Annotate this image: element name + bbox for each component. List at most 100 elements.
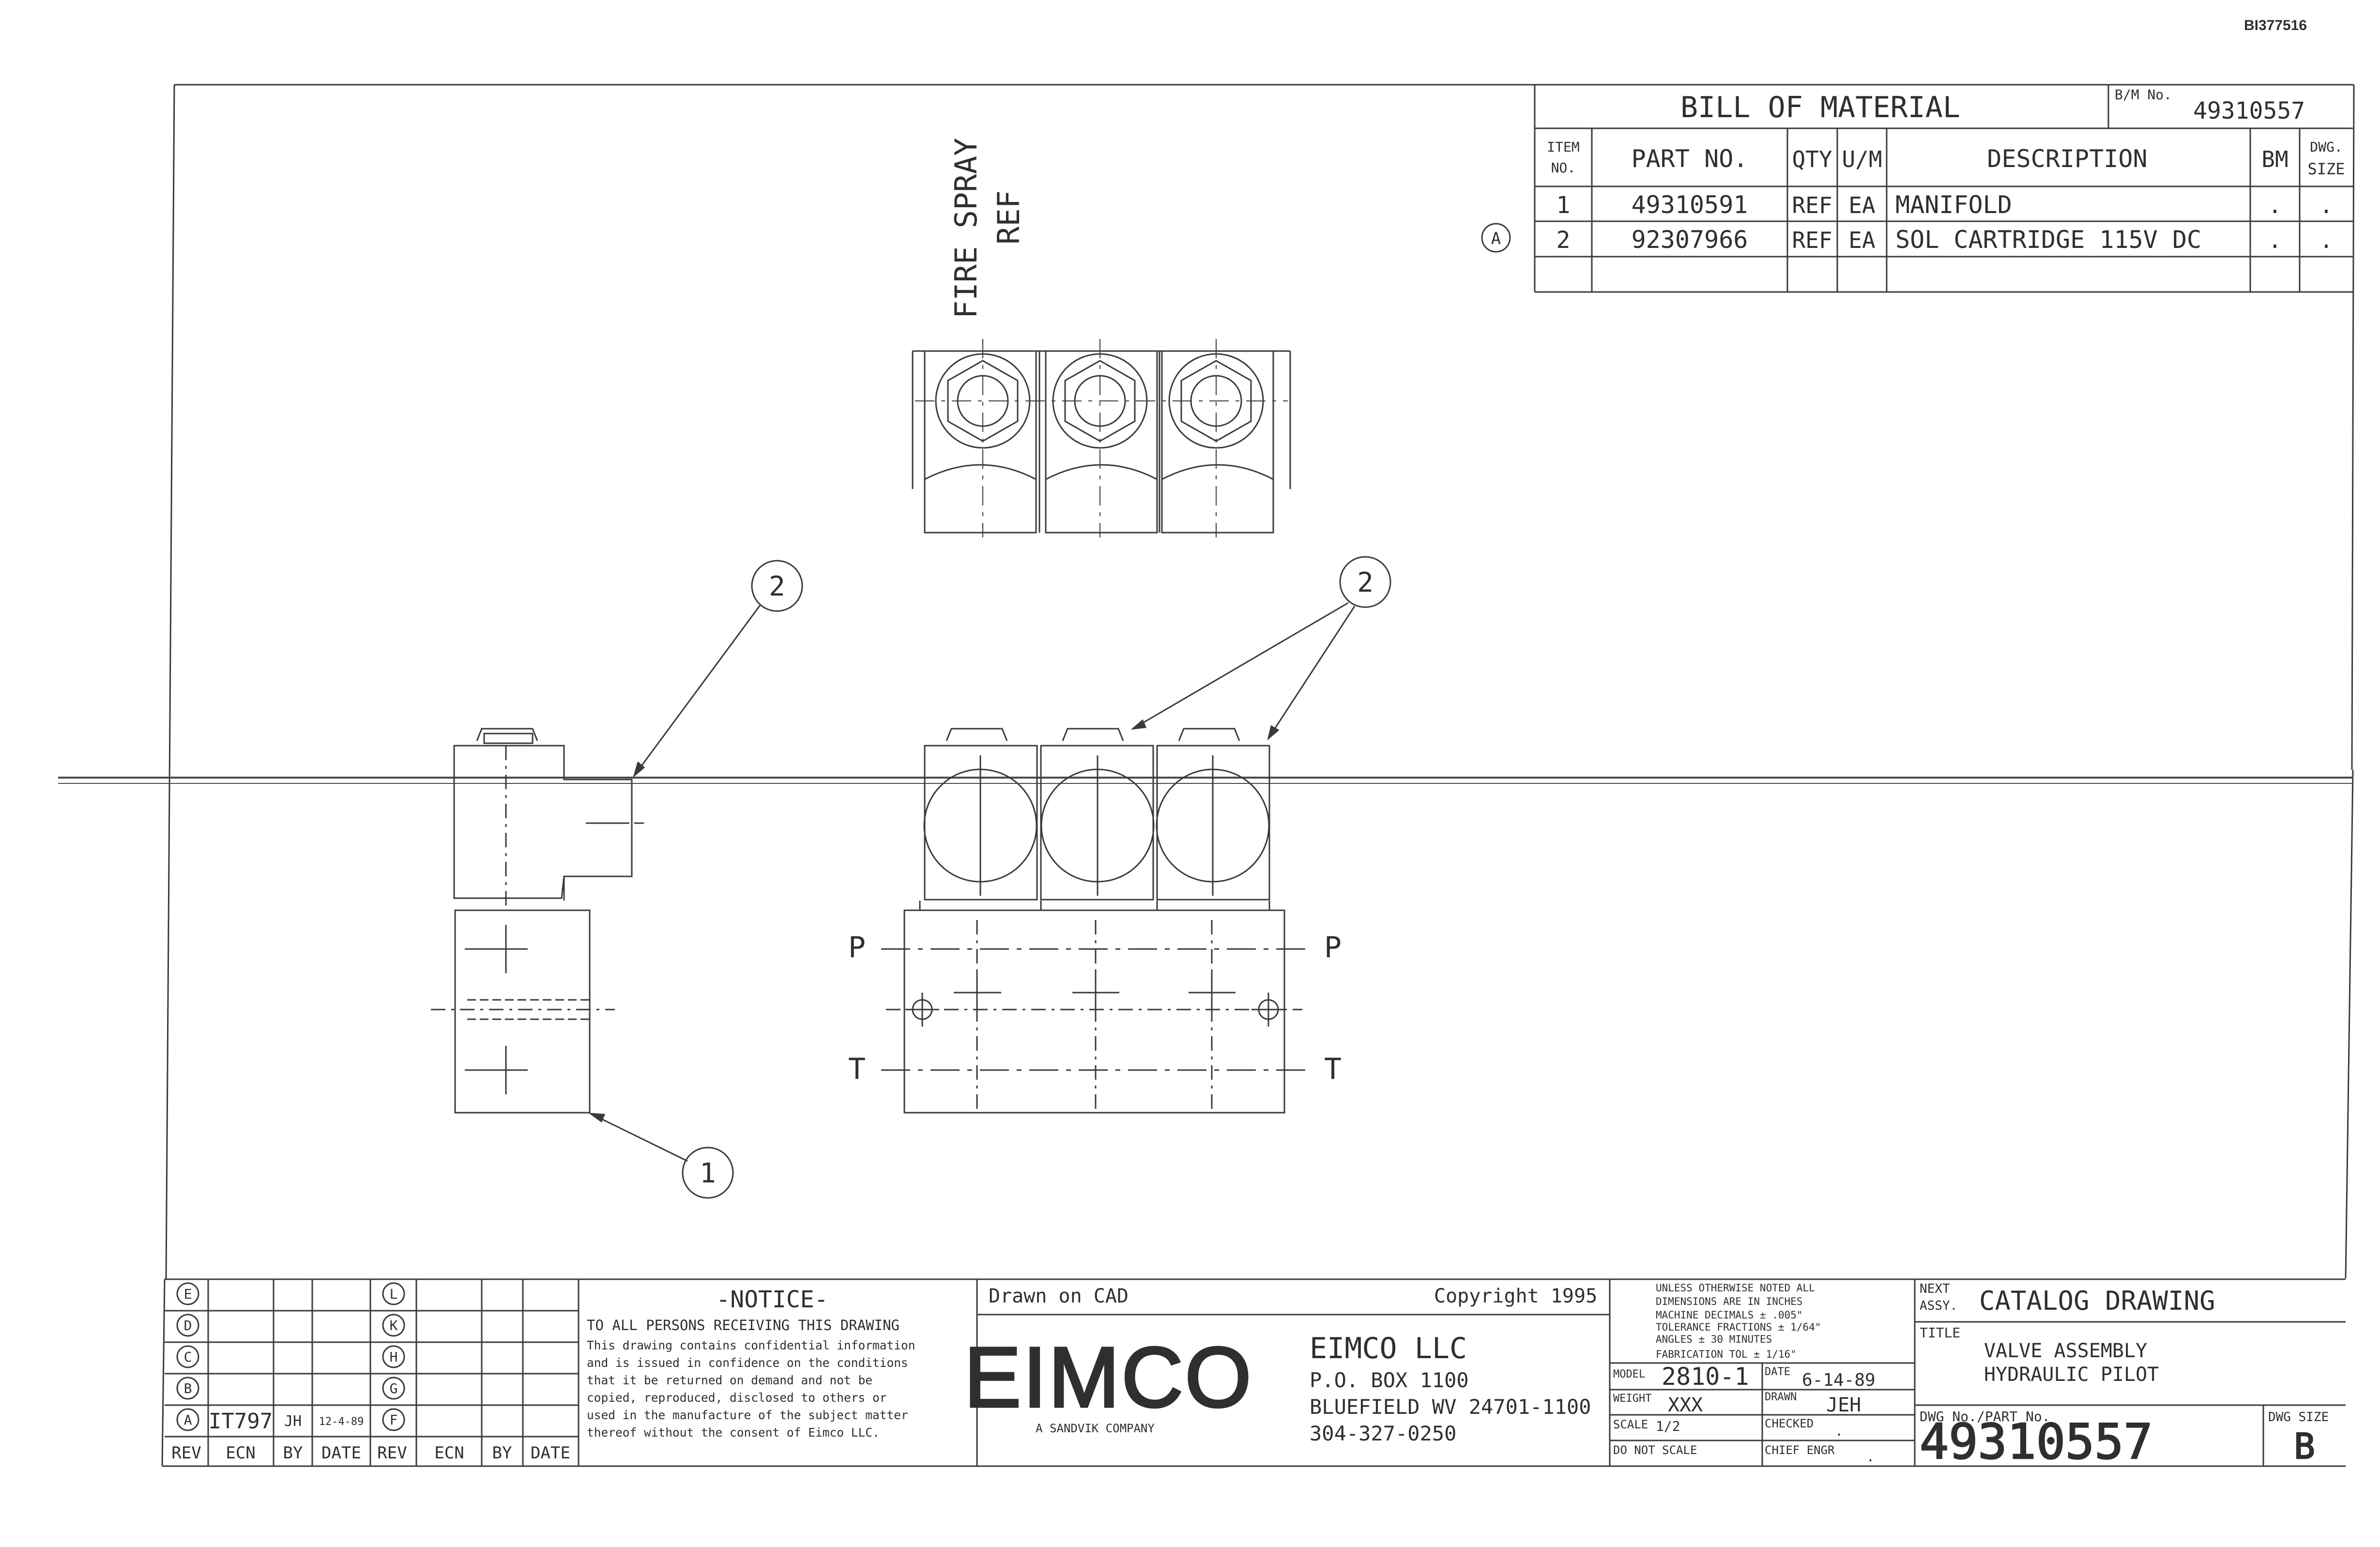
company-phone: 304-327-0250 (1310, 1422, 1456, 1445)
notice-line: thereof without the consent of Eimco LLC… (587, 1425, 880, 1440)
title-block: NEXT ASSY. CATALOG DRAWING TITLE VALVE A… (1915, 1282, 2346, 1470)
weight-value: XXX (1668, 1394, 1703, 1416)
bom-cell-description: MANIFOLD (1895, 191, 2012, 219)
rev-letter-left: E (184, 1286, 192, 1302)
title-line-2: HYDRAULIC PILOT (1984, 1363, 2159, 1386)
bom-header-part: PART NO. (1632, 145, 1748, 173)
bom-header-item: NO. (1551, 160, 1576, 176)
bom-header-um: U/M (1842, 146, 1882, 172)
title-label: TITLE (1920, 1325, 1960, 1341)
balloon-2-side-label: 2 (769, 571, 785, 602)
rev-a-date: 12-4-89 (319, 1416, 364, 1428)
bom-header-description: DESCRIPTION (1987, 145, 2147, 173)
chief-engineer-value: . (1866, 1449, 1875, 1465)
drawn-on-cad: Drawn on CAD (989, 1285, 1129, 1307)
notice-line: This drawing contains confidential infor… (587, 1338, 915, 1352)
rev-footer-by: BY (283, 1443, 303, 1463)
front-view-valve-stack (903, 728, 1285, 1114)
copyright-notice: Copyright 1995 (1434, 1285, 1597, 1307)
rev-footer-date: DATE (321, 1443, 361, 1463)
fire-spray-ref-text: REF (991, 190, 1026, 245)
next-assy-label: NEXT (1920, 1282, 1950, 1296)
notice-line: and is issued in confidence on the condi… (587, 1356, 908, 1370)
model-label: MODEL (1613, 1368, 1645, 1380)
rev-letter-left: D (184, 1317, 192, 1333)
bom-cell-um: EA (1848, 192, 1875, 218)
bom-number: 49310557 (2193, 97, 2305, 124)
bom-cell-qty: REF (1792, 227, 1832, 253)
rev-letter-right: H (390, 1349, 398, 1365)
rev-letter-left: C (184, 1349, 192, 1365)
notice-title: -NOTICE- (716, 1286, 828, 1313)
rev-footer-rev: REV (377, 1443, 407, 1463)
bom-cell-part: 49310591 (1632, 191, 1748, 219)
bom-cell-item: 2 (1556, 227, 1571, 254)
revision-marker-letter: A (1491, 229, 1501, 248)
manifold-ports (881, 920, 1307, 1109)
port-p-right: P (1324, 931, 1342, 965)
title-line-1: VALVE ASSEMBLY (1984, 1340, 2147, 1362)
rev-letter-right: L (390, 1286, 398, 1302)
top-view-centerlines (915, 339, 1288, 537)
rev-footer-by: BY (492, 1443, 512, 1463)
bom-cell-bm: . (2268, 227, 2282, 253)
balloon-callouts (588, 556, 1391, 1199)
rev-footer-ecn: ECN (226, 1443, 255, 1463)
weight-label: WEIGHT (1613, 1393, 1651, 1405)
revision-marker: A (1481, 223, 1511, 253)
bom-header-item: ITEM (1547, 139, 1579, 155)
dwg-size-label: DWG SIZE (2268, 1410, 2329, 1424)
dwg-number-label: DWG No./PART No. (1920, 1409, 2050, 1424)
notice-line: copied, reproduced, disclosed to others … (587, 1391, 887, 1405)
dwg-number: 49310557 (1920, 1413, 2153, 1470)
drawn-label: DRAWN (1765, 1391, 1797, 1403)
bom-header-bm: BM (2261, 146, 2288, 172)
tolerance-line: FABRICATION TOL ± 1/16" (1656, 1348, 1797, 1360)
tolerance-line: ANGLES ± 30 MINUTES (1656, 1333, 1772, 1345)
bill-of-material-table: BILL OF MATERIAL B/M No. 49310557 ITEM N… (1481, 85, 2353, 293)
rev-letter-left: B (184, 1380, 192, 1396)
checked-value: . (1835, 1423, 1843, 1439)
table-row: 2 92307966 REF EA SOL CARTRIDGE 115V DC … (1556, 226, 2333, 254)
notice-line: that it be returned on demand and not be (587, 1373, 872, 1387)
port-p-left: P (848, 931, 866, 965)
fire-spray-label: FIRE SPRAY REF (948, 138, 1026, 319)
notice-block: -NOTICE- TO ALL PERSONS RECEIVING THIS D… (587, 1279, 978, 1466)
company-tagline: A SANDVIK COMPANY (1036, 1422, 1155, 1435)
table-row: 1 49310591 REF EA MANIFOLD . . (1556, 191, 2333, 219)
document-code: BI377516 (2244, 17, 2307, 33)
model-value: 2810-1 (1662, 1363, 1749, 1391)
date-label: DATE (1765, 1366, 1790, 1378)
notice-line: TO ALL PERSONS RECEIVING THIS DRAWING (587, 1317, 900, 1333)
fire-spray-text: FIRE SPRAY (948, 138, 984, 319)
side-view-solenoid (431, 728, 644, 1114)
bom-header-qty: QTY (1792, 146, 1832, 172)
bom-cell-qty: REF (1792, 192, 1832, 218)
do-not-scale-label: DO NOT SCALE (1613, 1443, 1697, 1457)
bom-number-label: B/M No. (2115, 87, 2172, 103)
rev-letter-right: G (390, 1380, 398, 1396)
scale-label: SCALE (1613, 1418, 1648, 1431)
checked-label: CHECKED (1765, 1417, 1814, 1430)
chief-engineer-label: CHIEF ENGR (1765, 1443, 1835, 1457)
rev-letter-right: F (390, 1412, 398, 1428)
next-assy-label: ASSY. (1920, 1299, 1957, 1313)
drawing-border (161, 84, 2355, 1467)
bom-title: BILL OF MATERIAL (1680, 91, 1960, 124)
company-block: Drawn on CAD Copyright 1995 EIMCO A SAND… (963, 1279, 1611, 1466)
rev-letter-right: K (390, 1317, 398, 1333)
tolerance-block: UNLESS OTHERWISE NOTED ALL DIMENSIONS AR… (1656, 1282, 1821, 1360)
rev-footer-date: DATE (531, 1443, 570, 1463)
port-t-right: T (1324, 1052, 1342, 1086)
tolerance-line: TOLERANCE FRACTIONS ± 1/64" (1656, 1321, 1821, 1333)
rev-footer-ecn: ECN (434, 1443, 464, 1463)
dwg-size-value: B (2294, 1426, 2315, 1467)
drawn-value: JEH (1826, 1394, 1861, 1416)
scale-value: 1/2 (1656, 1418, 1680, 1434)
rev-footer-rev: REV (171, 1443, 201, 1463)
balloon-2-front-label: 2 (1357, 567, 1373, 598)
rev-a-by: JH (284, 1413, 302, 1430)
manifold-top-view (912, 350, 1291, 534)
info-block: MODEL 2810-1 DATE 6-14-89 WEIGHT XXX DRA… (1610, 1279, 1916, 1466)
